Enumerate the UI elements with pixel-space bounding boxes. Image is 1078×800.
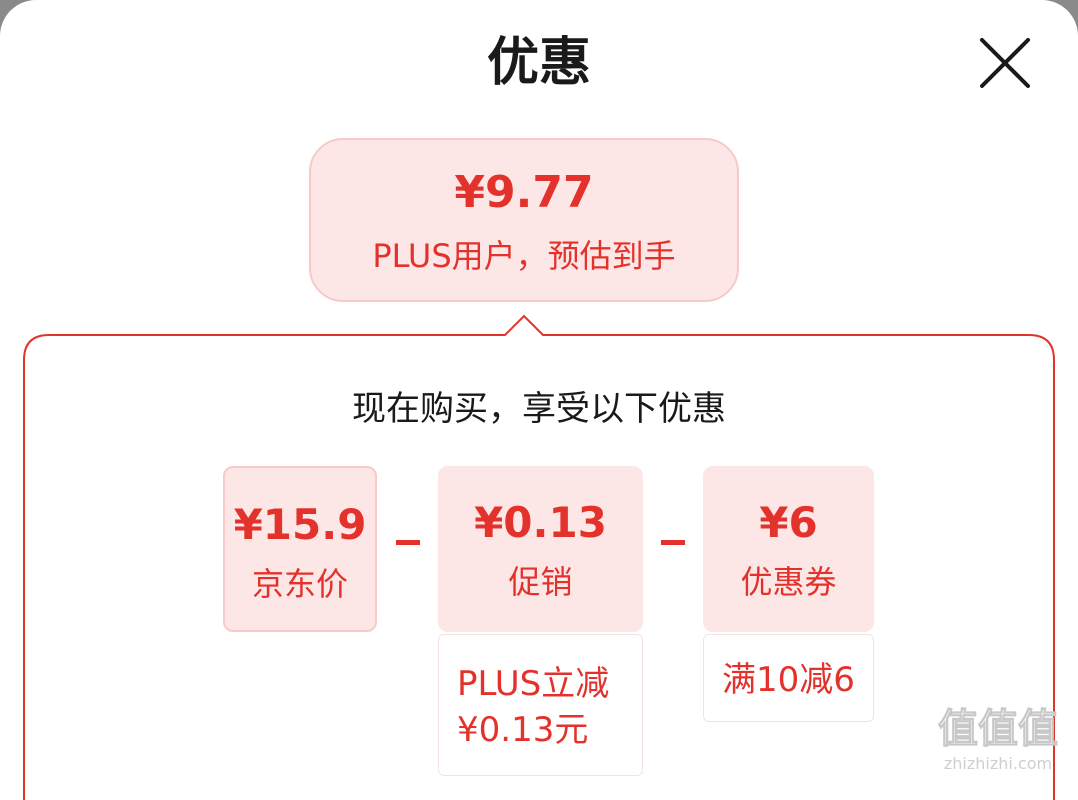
watermark-site: zhizhizhi.com	[943, 754, 1053, 773]
estimated-price-label: PLUS用户，预估到手	[372, 237, 676, 275]
close-icon[interactable]	[976, 34, 1034, 92]
coupon-amount: ¥6	[759, 498, 818, 547]
coupon-card: ¥6 优惠券	[703, 466, 874, 632]
promotion-detail: PLUS立减 ¥0.13元	[438, 634, 643, 776]
promotion-label: 促销	[508, 563, 573, 601]
coupon-detail: 满10减6	[703, 634, 874, 722]
watermark: 值值值 zhizhizhi.com	[928, 704, 1068, 784]
watermark-logo: 值值值	[938, 706, 1059, 753]
jd-price-amount: ¥15.9	[233, 500, 367, 549]
minus-sign	[396, 540, 420, 545]
promotion-detail-line1: PLUS立减	[457, 664, 610, 704]
estimated-price-box: ¥9.77 PLUS用户，预估到手	[309, 138, 739, 302]
dialog-title: 优惠	[486, 33, 591, 93]
coupon-label: 优惠券	[740, 563, 837, 601]
promotion-card: ¥0.13 促销	[438, 466, 643, 632]
coupon-detail-line1: 满10减6	[722, 660, 855, 700]
estimated-price: ¥9.77	[454, 167, 594, 218]
breakdown-heading: 现在购买，享受以下优惠	[352, 389, 726, 429]
promotion-detail-line2: ¥0.13元	[457, 710, 589, 750]
jd-price-label: 京东价	[251, 565, 348, 603]
jd-price-card: ¥15.9 京东价	[223, 466, 377, 632]
breakdown-panel-outline	[23, 314, 1055, 800]
close-icon-glyph	[980, 38, 1030, 88]
promotion-amount: ¥0.13	[474, 498, 607, 547]
minus-sign	[661, 540, 685, 545]
